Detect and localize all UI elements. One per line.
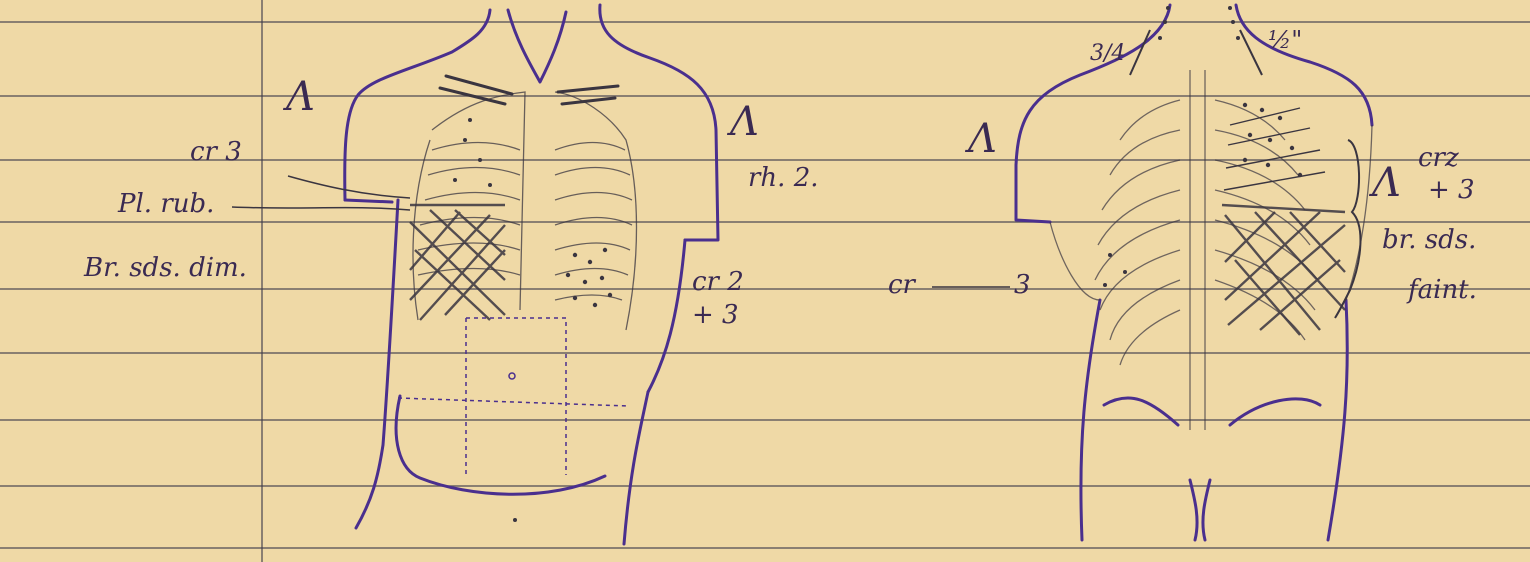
annotation-neck-left: 3/4 [1090, 41, 1125, 66]
front-right-caret: Λ [726, 99, 759, 145]
back-torso-figure [932, 5, 1372, 540]
annotation-cr2: cr 2 [692, 267, 744, 297]
ruled-lines [0, 22, 1530, 548]
back-left-caret: Λ [964, 116, 997, 162]
back-hatch-area [1222, 205, 1345, 335]
annotation-crz: crz [1418, 143, 1459, 173]
annotation-rh2: rh. 2. [748, 163, 819, 193]
annotation-plus3: + 3 [692, 300, 739, 330]
annotation-pl-rub: Pl. rub. [117, 189, 214, 219]
annotation-neck-right: ½" [1268, 26, 1302, 54]
back-right-caret: Λ [1368, 160, 1401, 206]
annotation-br-sds: br. sds. [1382, 225, 1476, 255]
annotation-faint: faint. [1406, 275, 1477, 305]
annotation-crz-plus3: + 3 [1428, 175, 1475, 205]
annotation-cr-line: cr [888, 270, 917, 300]
annotation-cr3: cr 3 [190, 137, 242, 167]
front-left-caret: Λ [282, 74, 315, 120]
annotation-cr-line-3: 3 [1014, 270, 1031, 300]
annotation-br-sds-dim: Br. sds. dim. [83, 253, 247, 283]
